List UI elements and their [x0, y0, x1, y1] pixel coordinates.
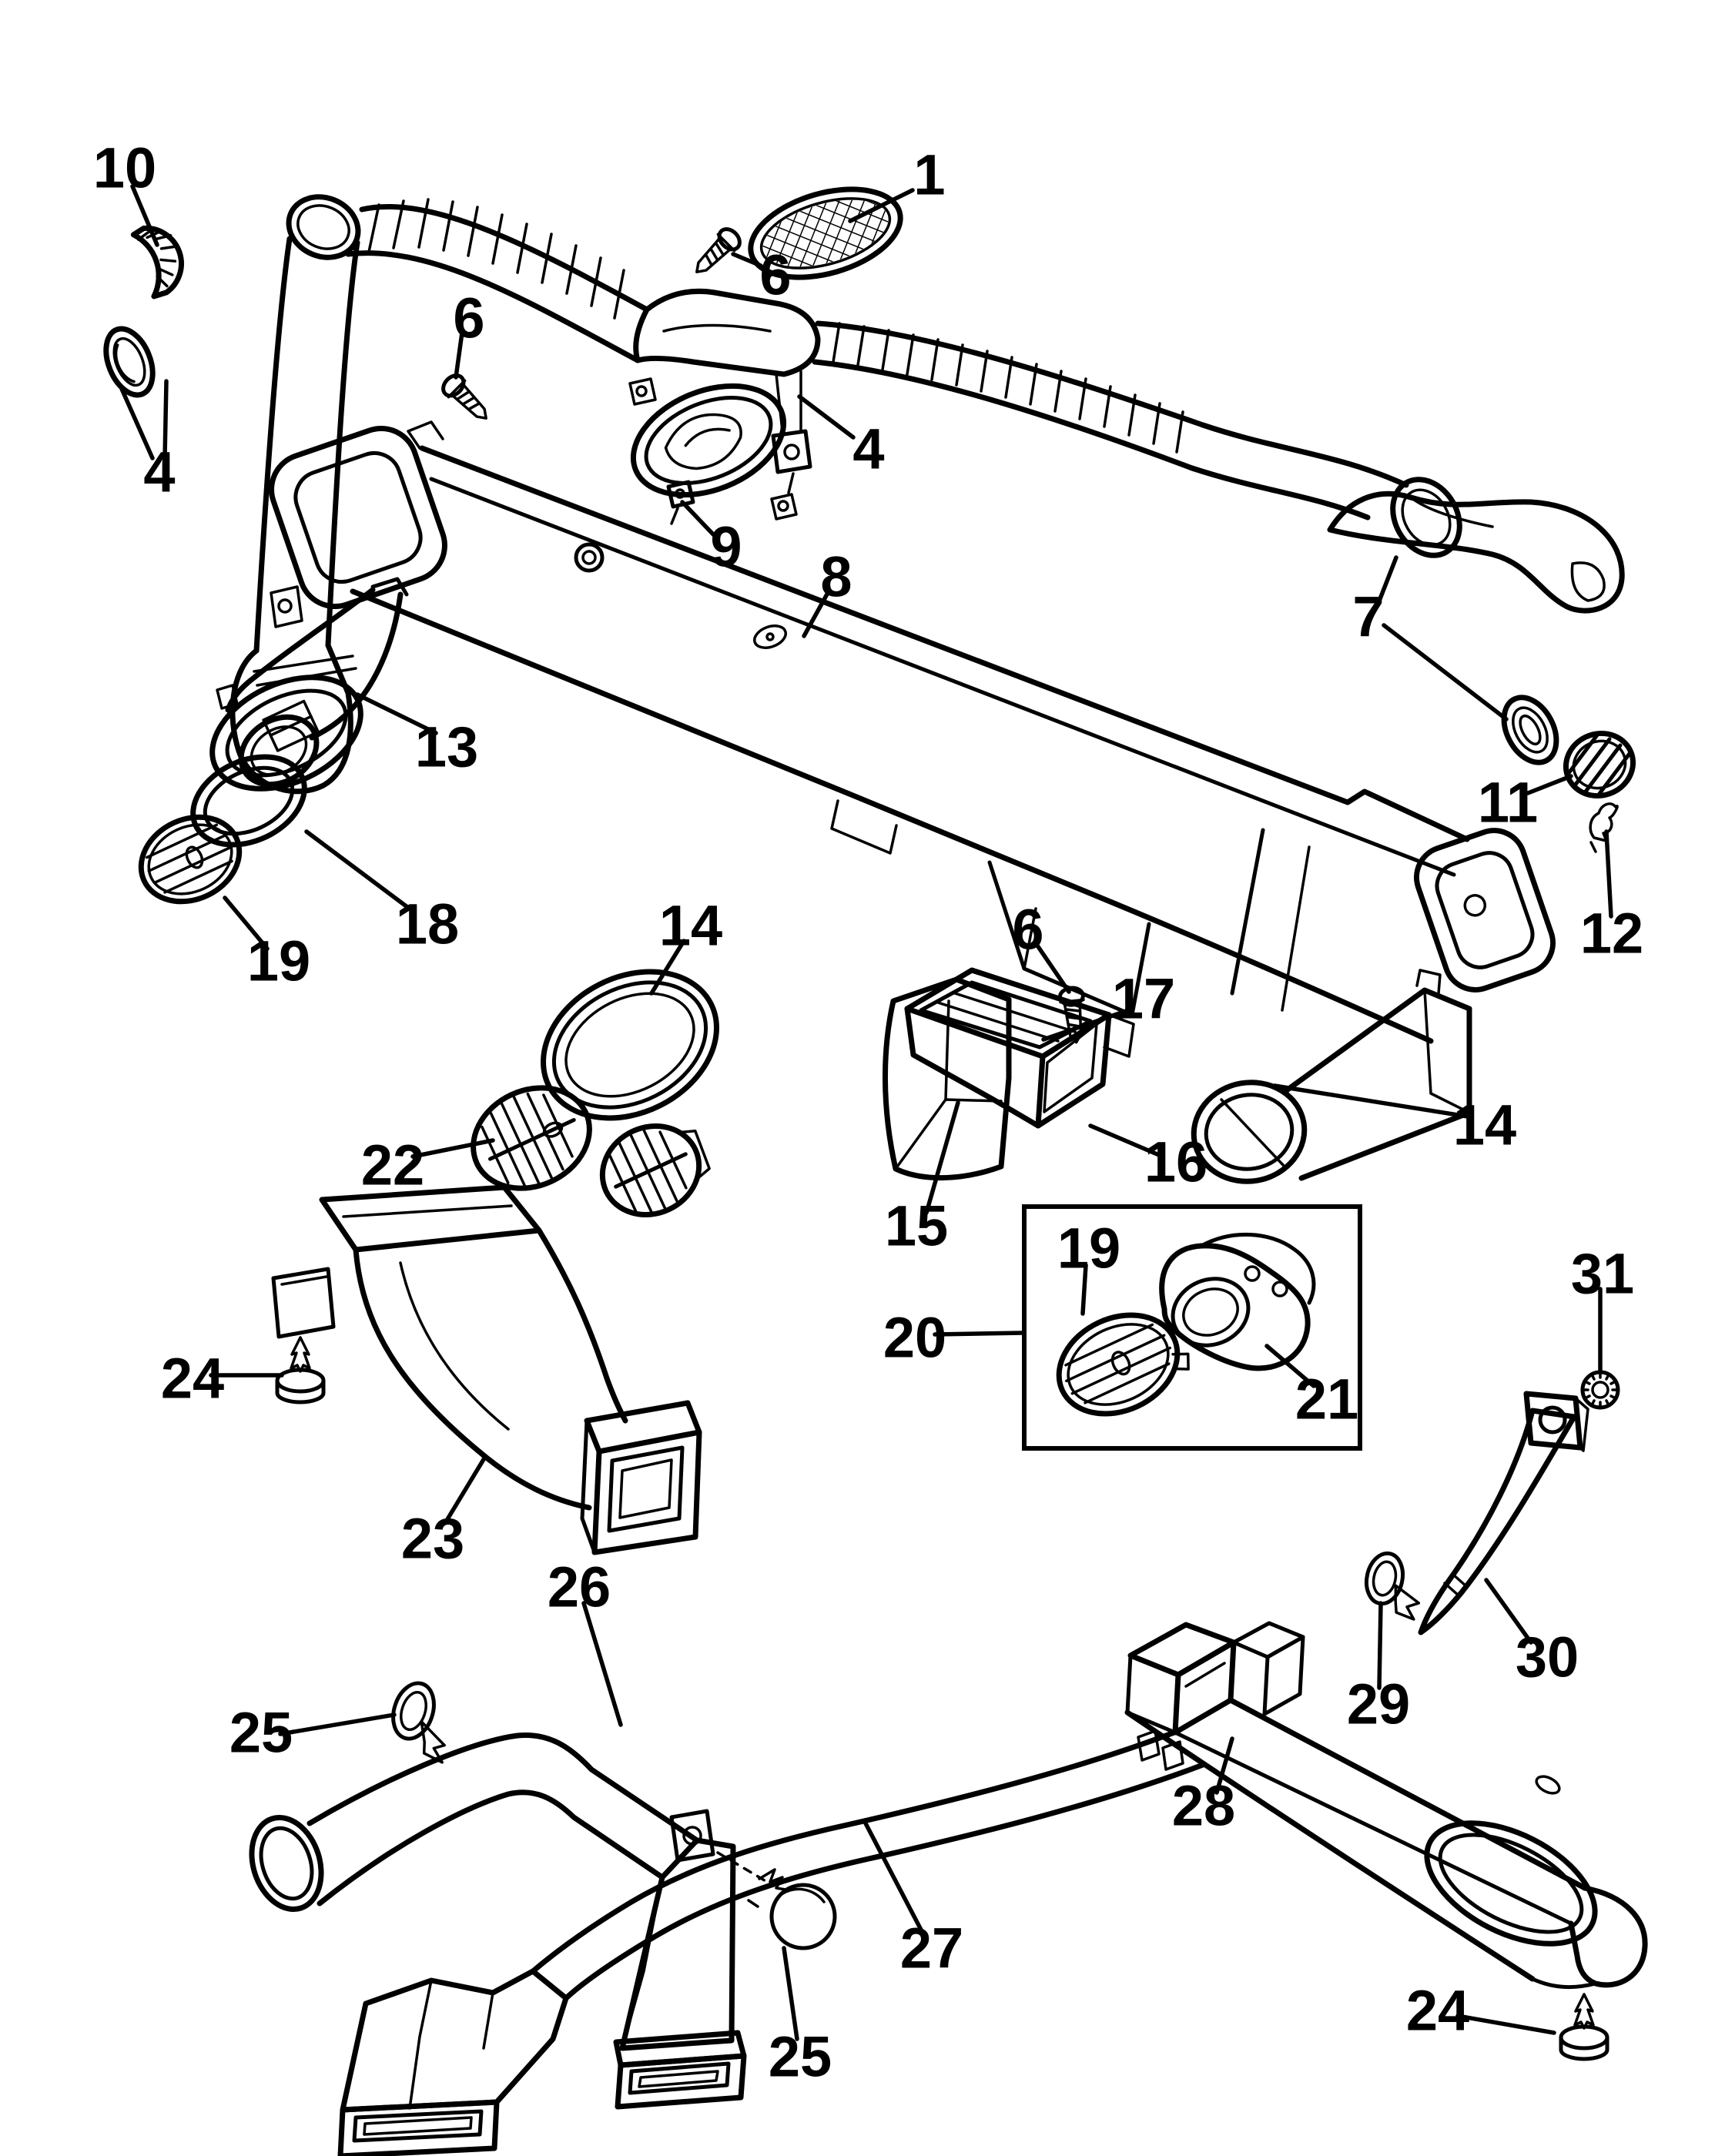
callout-number-c25a: 25	[229, 1701, 293, 1765]
leader-line-c10-0	[130, 184, 159, 247]
callout-number-c15: 15	[885, 1194, 948, 1258]
callout-number-c22: 22	[361, 1133, 424, 1197]
callout-number-c14b: 14	[1453, 1093, 1516, 1157]
part-23-floor-duct	[271, 1184, 702, 1555]
leader-line-c25b-0	[782, 1946, 799, 2041]
callout-number-c8: 8	[820, 545, 852, 609]
callout-number-c24a: 24	[161, 1347, 224, 1411]
leader-line-c8-0	[802, 589, 831, 638]
leader-line-c27-0	[863, 1821, 925, 1935]
callout-number-c27: 27	[900, 1917, 963, 1980]
callout-number-c29: 29	[1347, 1672, 1410, 1736]
part-8-plenum-duct	[269, 420, 1556, 1044]
callout-number-c31: 31	[1571, 1242, 1634, 1306]
callout-number-c10: 10	[93, 136, 156, 200]
part-27-long-duct	[337, 1728, 1206, 2156]
callout-number-c30: 30	[1516, 1625, 1579, 1689]
part-14-funnel-duct-right	[1191, 969, 1472, 1184]
callout-number-c19a: 19	[247, 929, 310, 993]
callout-number-c1: 1	[913, 143, 945, 207]
part-7-gasket	[1501, 695, 1559, 765]
leader-line-c9-0	[680, 500, 717, 538]
callout-number-c6c: 6	[1012, 898, 1043, 962]
leader-line-c11-0	[1526, 774, 1573, 795]
part-7-side-duct	[1327, 490, 1625, 614]
part-21-vent-housing	[1159, 1232, 1316, 1371]
callout-number-c9: 9	[710, 515, 742, 579]
callout-number-c4a: 4	[143, 440, 175, 504]
leader-line-c19a-0	[223, 896, 270, 951]
part-5-demister-hose-left	[345, 198, 650, 363]
callout-number-c18: 18	[396, 892, 459, 956]
part-30-trim-support	[1418, 1391, 1589, 1635]
part-2-oval-seal	[628, 377, 798, 521]
leader-line-c1-0	[848, 188, 915, 223]
part-5-hose-junction	[633, 288, 821, 494]
callout-number-c25b: 25	[769, 2025, 832, 2089]
leader-line-c17-0	[1041, 1008, 1130, 1042]
callout-number-c20: 20	[883, 1306, 946, 1370]
part-28-sill-duct	[1124, 1621, 1648, 1990]
leader-line-c13-0	[355, 692, 438, 735]
leader-line-c7-0	[1376, 555, 1398, 605]
part-20-inset-box	[1022, 1204, 1362, 1451]
leader-line-c16-0	[1088, 1123, 1161, 1157]
leader-line-c29-0	[1377, 1601, 1383, 1690]
leader-line-c26-0	[581, 1601, 623, 1727]
leader-line-c18-0	[304, 829, 416, 914]
leader-line-c6a-0	[454, 330, 464, 380]
callout-number-c16: 16	[1144, 1130, 1208, 1194]
callout-number-c19b: 19	[1057, 1217, 1120, 1281]
part-22-louver-pair	[471, 1085, 711, 1218]
callout-number-c13: 13	[415, 715, 478, 779]
part-26-long-duct	[249, 1732, 747, 2110]
leader-line-c23-0	[443, 1455, 487, 1525]
callout-number-c4b: 4	[852, 417, 884, 481]
callout-number-c11: 11	[1478, 771, 1538, 835]
callout-number-c7: 7	[1352, 585, 1384, 649]
part-25-clip-left	[391, 1681, 446, 1764]
callout-number-c17: 17	[1112, 967, 1175, 1031]
callout-number-c28: 28	[1172, 1774, 1235, 1838]
leader-line-c20-0	[933, 1331, 1025, 1337]
callout-number-c6b: 6	[759, 243, 791, 307]
leader-line-c14b-0	[1272, 1083, 1470, 1119]
leader-line-c25a-0	[278, 1712, 397, 1736]
part-9-clip	[666, 480, 695, 525]
leader-line-c6b-0	[731, 252, 763, 268]
leader-line-c15-0	[924, 1100, 960, 1215]
part-19-louver-vent-inset	[1056, 1312, 1190, 1417]
part-25-pushpin-right	[747, 1868, 837, 1950]
leader-line-c6c-0	[1033, 941, 1071, 994]
leader-line-c4a-1	[162, 379, 169, 460]
callout-number-c21: 21	[1295, 1368, 1358, 1431]
leader-line-c19b-0	[1080, 1263, 1088, 1316]
leader-line-c30-0	[1484, 1578, 1533, 1645]
callout-number-c23: 23	[401, 1507, 464, 1571]
leader-line-c4a-0	[119, 387, 155, 460]
leader-line-c28-0	[1214, 1736, 1234, 1795]
callout-number-c12: 12	[1580, 902, 1643, 966]
callout-number-c24b: 24	[1406, 1979, 1469, 2043]
callout-number-c26: 26	[548, 1555, 611, 1619]
leader-line-c4b-0	[797, 394, 856, 440]
callout-number-c14a: 14	[659, 894, 722, 958]
callout-number-c6a: 6	[453, 286, 484, 350]
leader-line-c14a-0	[649, 939, 686, 996]
leader-line-c22-0	[410, 1138, 495, 1159]
leader-line-c7-1	[1382, 623, 1509, 721]
leader-line-c21-0	[1264, 1344, 1316, 1388]
leader-line-c12-0	[1604, 829, 1613, 919]
part-12-clip	[1589, 802, 1619, 853]
leader-line-c24b-0	[1455, 2014, 1556, 2035]
part-19-louver-vent	[138, 814, 243, 905]
